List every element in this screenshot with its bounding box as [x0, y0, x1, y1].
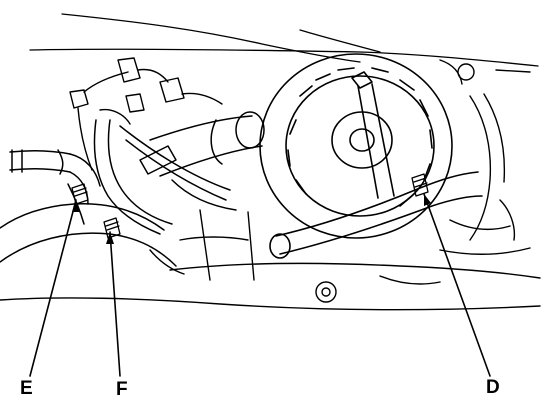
leader-line-e — [29, 199, 77, 377]
connector-e — [71, 183, 89, 205]
lower-frame — [0, 209, 541, 311]
callout-label-d: D — [486, 377, 500, 398]
fan-bracket — [269, 71, 483, 259]
right-structure — [439, 59, 531, 255]
leader-line-f — [109, 231, 121, 377]
callout-label-e: E — [20, 378, 33, 399]
upper-left-harness — [69, 57, 223, 171]
callout-label-f: F — [116, 379, 128, 400]
connector-f — [103, 217, 121, 239]
arrowhead-e — [72, 200, 80, 212]
arrowhead-f — [106, 232, 114, 244]
fan-shroud — [259, 53, 453, 239]
arrowhead-d — [424, 194, 431, 206]
lower-hose-bundle — [0, 119, 231, 267]
leader-lines — [29, 193, 491, 377]
intake-pipe — [149, 111, 265, 211]
leader-line-d — [423, 193, 491, 377]
connector-d — [411, 173, 429, 197]
leader-arrowheads — [72, 194, 431, 244]
left-hose — [9, 149, 101, 205]
hood-outline — [29, 13, 539, 67]
